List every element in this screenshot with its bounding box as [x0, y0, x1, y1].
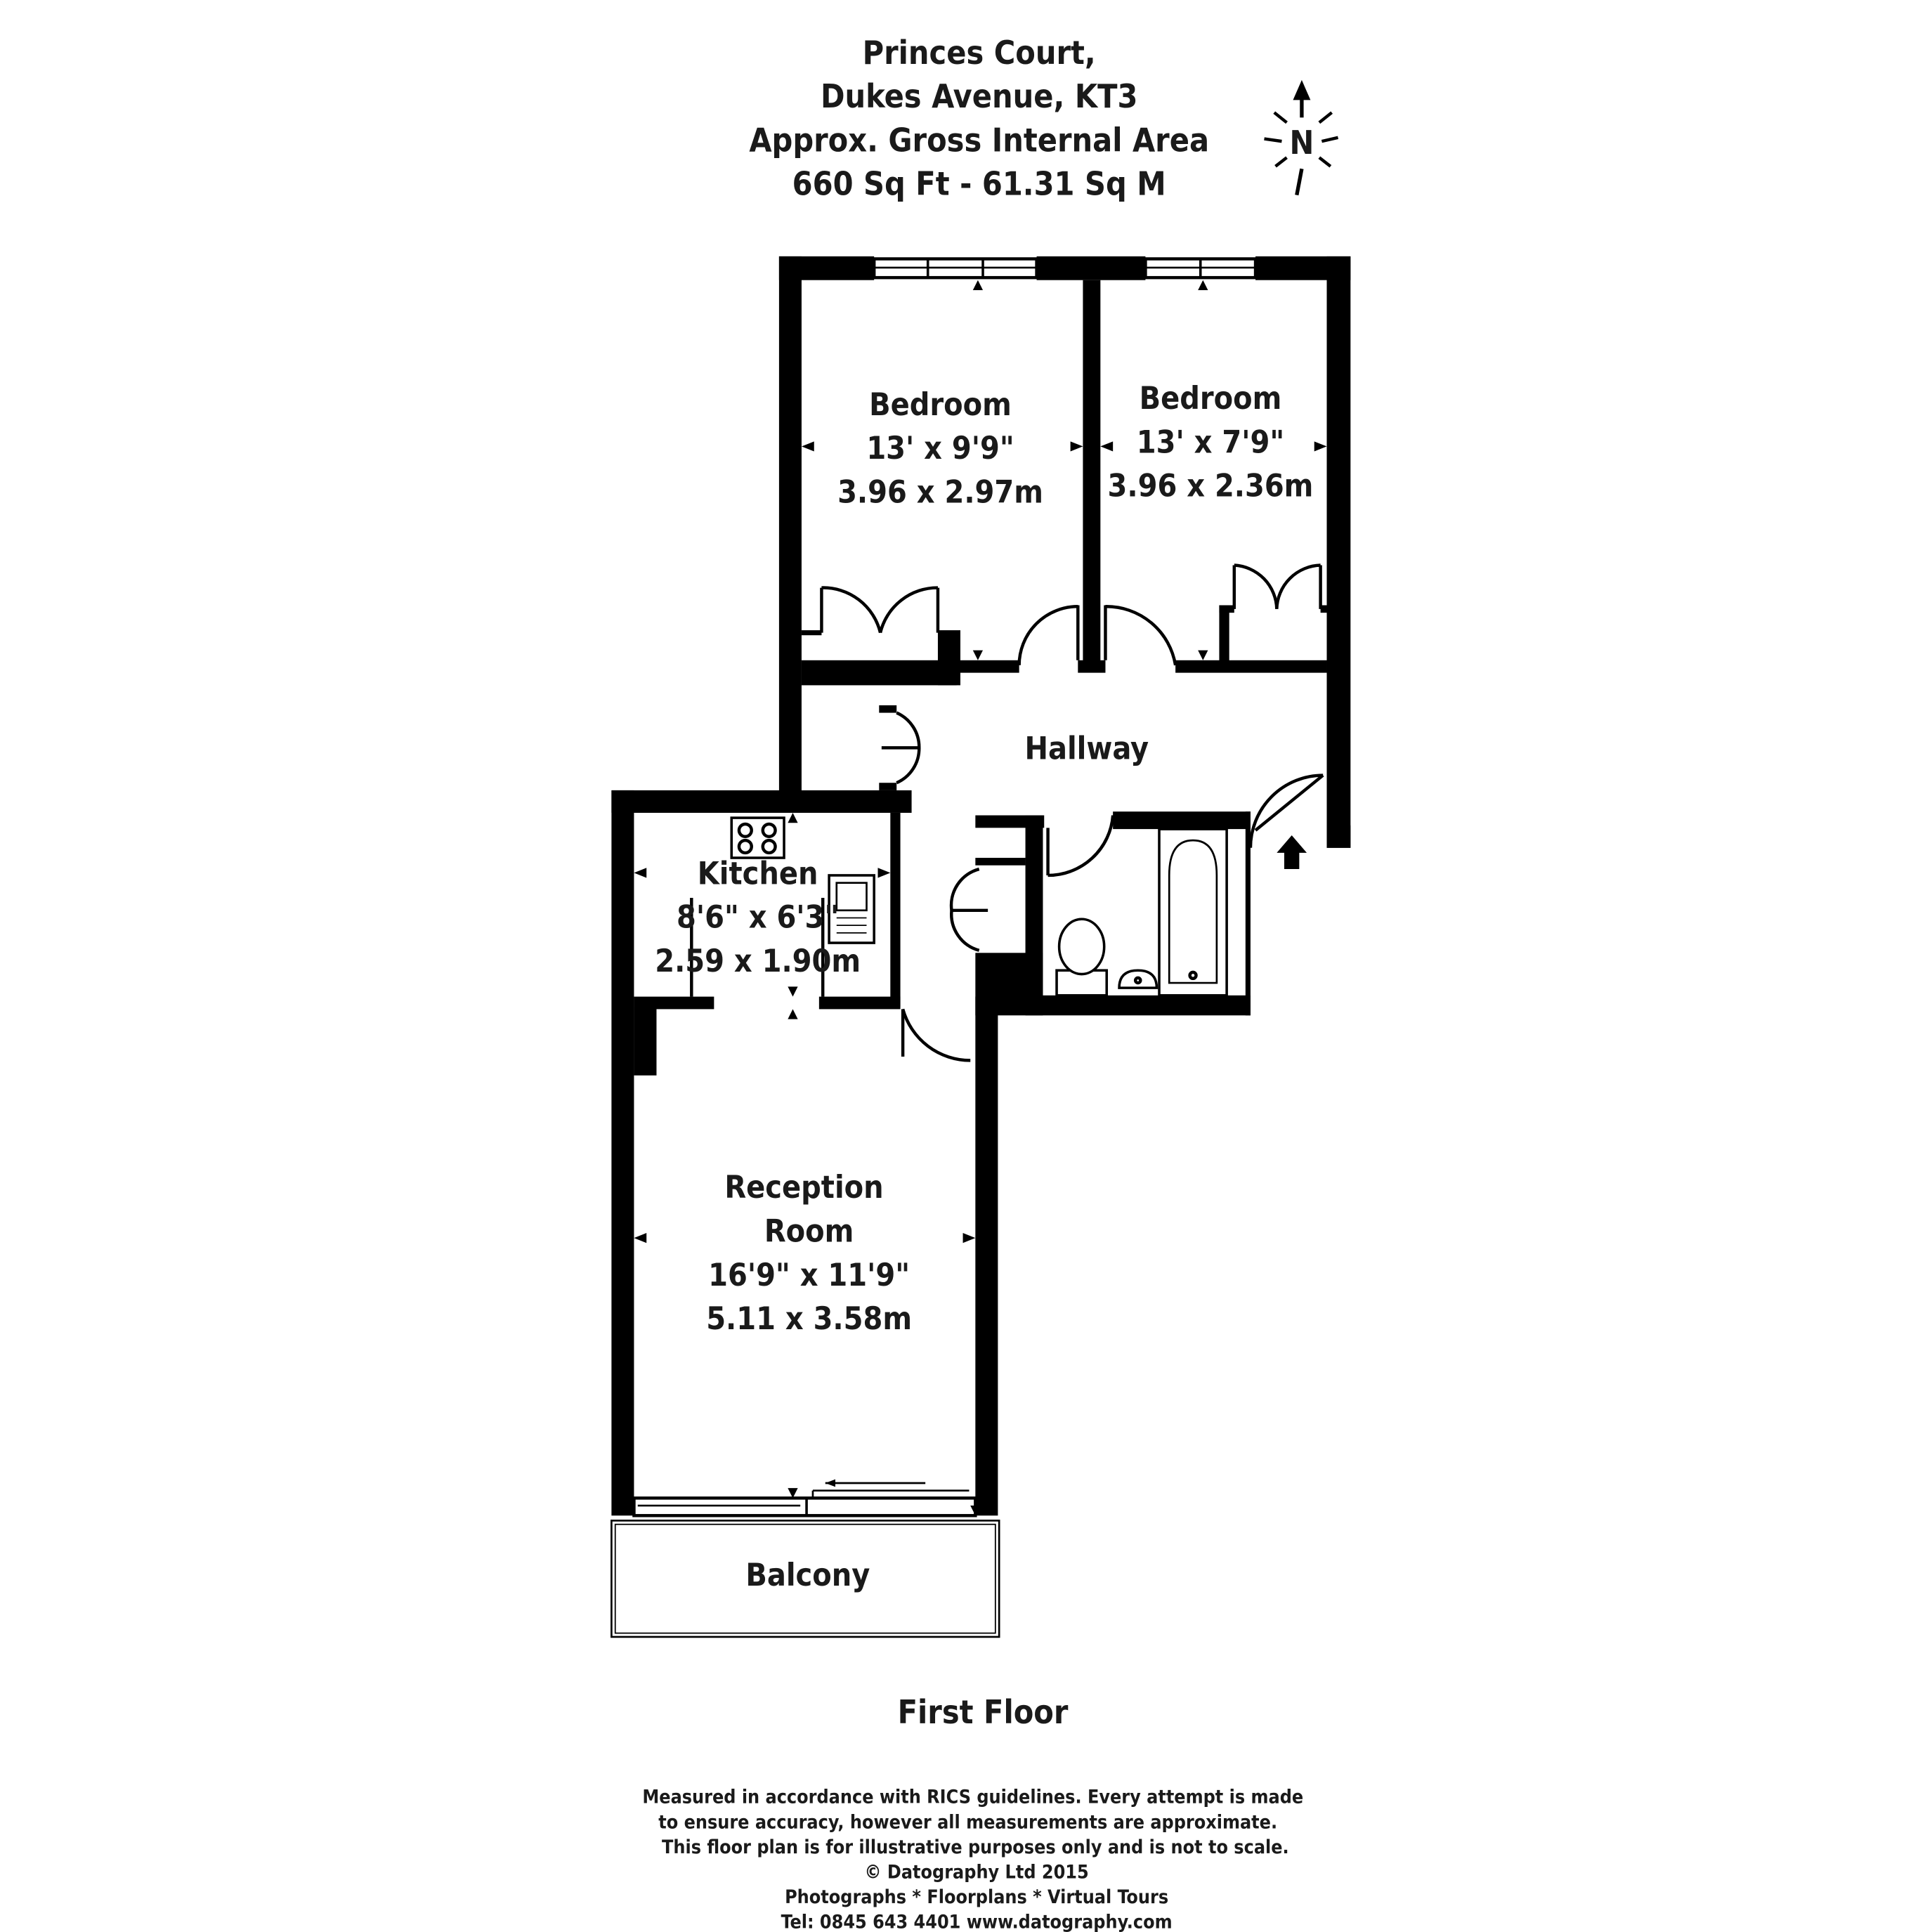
reception-imperial: 16'9" x 11'9"	[708, 1258, 910, 1293]
windows	[632, 257, 1258, 1517]
header-line1: Princes Court,	[863, 34, 1096, 72]
dimension-markers	[634, 280, 1327, 1516]
header-line2: Dukes Avenue, KT3	[821, 77, 1138, 115]
footer-line6: Tel: 0845 643 4401 www.datography.com	[781, 1912, 1173, 1932]
balcony	[611, 1520, 1000, 1638]
kitchen-imperial: 8'6" x 6'3"	[677, 900, 839, 936]
header: Princes Court, Dukes Avenue, KT3 Approx.…	[749, 34, 1209, 203]
bedroom1-metric: 3.96 x 2.97m	[837, 475, 1043, 511]
header-line3: Approx. Gross Internal Area	[749, 121, 1209, 159]
fixtures	[690, 816, 1307, 997]
bedroom1-name: Bedroom	[869, 387, 1012, 423]
north-compass-icon: N	[1264, 79, 1339, 196]
hallway-name: Hallway	[1024, 731, 1149, 766]
compass-label: N	[1289, 124, 1314, 162]
footer-line1: Measured in accordance with RICS guideli…	[642, 1787, 1303, 1808]
walls	[611, 256, 1351, 1516]
sink-icon	[828, 874, 875, 944]
footer-line2: to ensure accuracy, however all measurem…	[658, 1811, 1277, 1833]
reception-name-1: Reception	[724, 1170, 883, 1206]
bedroom1-imperial: 13' x 9'9"	[866, 431, 1014, 466]
kitchen-name: Kitchen	[698, 856, 818, 892]
balcony-name: Balcony	[745, 1558, 870, 1593]
doors	[820, 563, 1324, 1062]
footer-line4: © Datography Ltd 2015	[865, 1861, 1089, 1883]
reception-name-2: Room	[764, 1213, 854, 1249]
header-line4: 660 Sq Ft - 61.31 Sq M	[792, 165, 1166, 203]
kitchen-metric: 2.59 x 1.90m	[655, 944, 861, 979]
toilet-icon	[1055, 918, 1109, 997]
basin-icon	[1118, 969, 1158, 989]
footer: Measured in accordance with RICS guideli…	[642, 1787, 1303, 1932]
entrance-arrow-icon	[1277, 835, 1307, 870]
bathtub-icon	[1158, 828, 1228, 997]
hob-icon	[730, 816, 785, 859]
bedroom2-metric: 3.96 x 2.36m	[1108, 469, 1314, 504]
bedroom2-name: Bedroom	[1140, 381, 1282, 417]
floor-label: First Floor	[898, 1693, 1069, 1731]
bedroom2-imperial: 13' x 7'9"	[1137, 424, 1284, 460]
reception-metric: 5.11 x 3.58m	[706, 1301, 912, 1337]
footer-line3: This floor plan is for illustrative purp…	[662, 1836, 1289, 1858]
footer-line5: Photographs * Floorplans * Virtual Tours	[785, 1886, 1168, 1908]
room-labels: Bedroom 13' x 9'9" 3.96 x 2.97m Bedroom …	[655, 381, 1313, 1593]
